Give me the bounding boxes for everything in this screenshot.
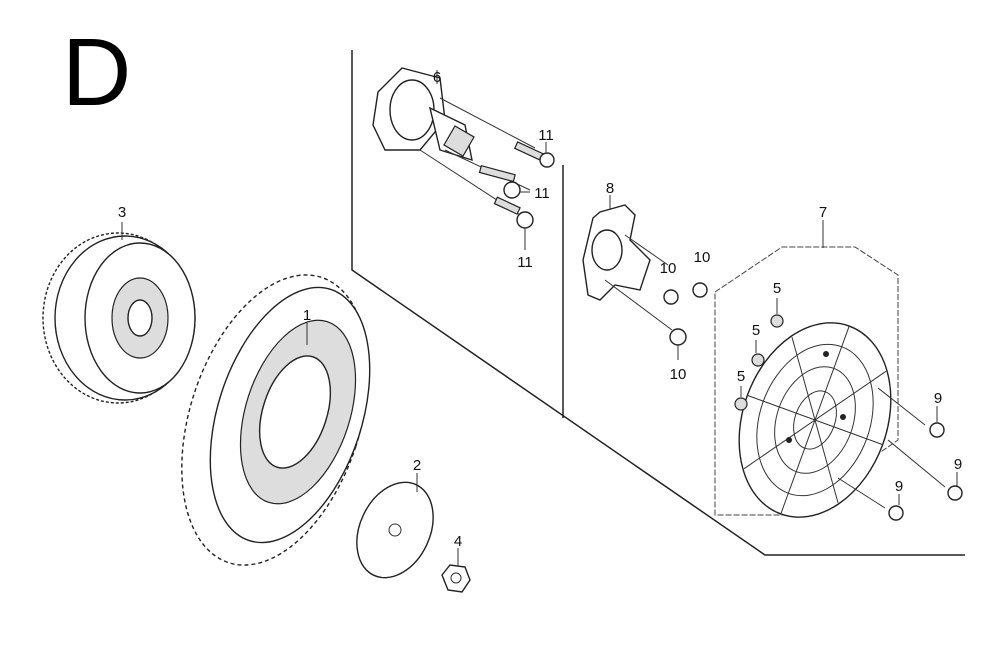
part-11-bolts	[478, 141, 555, 250]
section-letter: D	[62, 19, 131, 126]
part-4-nut	[441, 548, 471, 593]
part-1-fan	[181, 274, 371, 566]
callout-1: 1	[303, 307, 311, 324]
callout-9: 9	[934, 390, 942, 407]
callout-9: 9	[954, 456, 962, 473]
callout-10: 10	[670, 366, 687, 383]
callout-2: 2	[413, 457, 421, 474]
callout-10: 10	[660, 260, 677, 277]
callout-7: 7	[819, 204, 827, 221]
callout-11: 11	[517, 254, 533, 271]
part-5-nuts	[734, 298, 784, 411]
callout-4: 4	[454, 533, 462, 550]
callout-9: 9	[895, 478, 903, 495]
frame-lines	[351, 50, 965, 556]
callout-11: 11	[538, 127, 554, 144]
part-7-fan-cover	[714, 220, 899, 518]
part-3-flywheel	[42, 222, 196, 404]
callout-5: 5	[752, 322, 760, 339]
callout-11: 11	[534, 185, 550, 202]
part-6-housing	[372, 67, 536, 216]
callout-labels: 6 11 11 11 8 10 10 10 7 5 5 5 9 9 9 3 1 …	[118, 69, 962, 550]
part-9-screws	[837, 387, 963, 521]
part-8-bracket	[582, 195, 673, 331]
callout-3: 3	[118, 204, 126, 221]
callout-5: 5	[737, 368, 745, 385]
callout-6: 6	[433, 69, 441, 86]
callout-8: 8	[606, 180, 614, 197]
callout-5: 5	[773, 280, 781, 297]
callout-10: 10	[694, 249, 711, 266]
part-10-bolts	[663, 282, 708, 360]
part-2-plate	[356, 473, 434, 579]
